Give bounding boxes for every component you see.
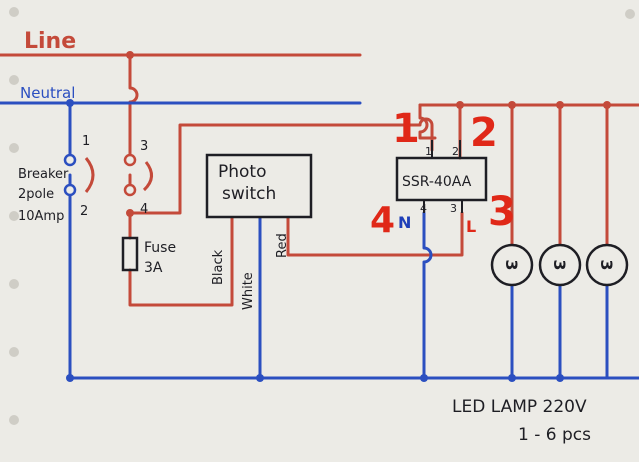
ssr-pin-3: 3 xyxy=(450,202,457,215)
breaker-label-line1: Breaker xyxy=(18,167,69,182)
fuse-label-line1: Fuse xyxy=(144,240,176,256)
breaker-pin-3: 3 xyxy=(140,139,148,154)
big-number-2: 2 xyxy=(470,110,498,156)
lamp-2: 3 xyxy=(538,243,582,287)
lamp-caption-line1: LED LAMP 220V xyxy=(452,397,587,417)
lamp-circle xyxy=(538,243,582,287)
letter-n: N xyxy=(398,213,411,232)
neutral-wires xyxy=(0,101,639,380)
line-wires xyxy=(0,53,639,307)
line-junctions xyxy=(126,51,611,217)
photo-switch-label-line2: switch xyxy=(222,184,276,204)
ssr-terminal-lines xyxy=(423,140,463,213)
lamp-caption-line2: 1 - 6 pcs xyxy=(518,425,591,445)
neutral-label: Neutral xyxy=(20,84,75,102)
wire-label-white: White xyxy=(241,272,256,310)
ssr-box xyxy=(395,156,488,202)
wire-label-red: Red xyxy=(275,233,290,258)
ssr-pin-2: 2 xyxy=(452,145,459,158)
breaker-label-line3: 10Amp xyxy=(18,209,64,224)
breaker xyxy=(63,153,153,197)
lamp-filament-symbol: 3 xyxy=(597,259,616,270)
lamps: 3 3 3 xyxy=(490,243,629,287)
fuse xyxy=(121,236,139,272)
ssr-label: SSR-40AA xyxy=(402,174,472,190)
lamp-1: 3 xyxy=(490,243,534,287)
lamp-3: 3 xyxy=(585,243,629,287)
neutral-junctions xyxy=(66,99,564,382)
breaker-pin-1: 1 xyxy=(82,134,90,149)
big-number-3: 3 xyxy=(488,189,516,235)
ssr-pin-1: 1 xyxy=(425,145,432,158)
lamp-circle xyxy=(585,243,629,287)
lamp-circle xyxy=(490,243,534,287)
photo-switch-label-line1: Photo xyxy=(218,162,267,182)
photo-switch-box xyxy=(205,153,313,219)
big-number-4: 4 xyxy=(370,200,395,241)
breaker-label-line2: 2pole xyxy=(18,187,54,202)
lamp-filament-symbol: 3 xyxy=(550,259,569,270)
wire-label-black: Black xyxy=(211,249,226,285)
ssr-pin-4: 4 xyxy=(420,202,427,215)
big-number-1: 1 xyxy=(392,106,420,152)
breaker-pin-2: 2 xyxy=(80,204,88,219)
punch-holes xyxy=(9,7,635,425)
fuse-label-line2: 3A xyxy=(144,260,163,276)
line-label: Line xyxy=(24,29,76,54)
breaker-pin-4: 4 xyxy=(140,202,148,217)
lamp-filament-symbol: 3 xyxy=(502,259,521,270)
letter-l: L xyxy=(466,217,476,236)
